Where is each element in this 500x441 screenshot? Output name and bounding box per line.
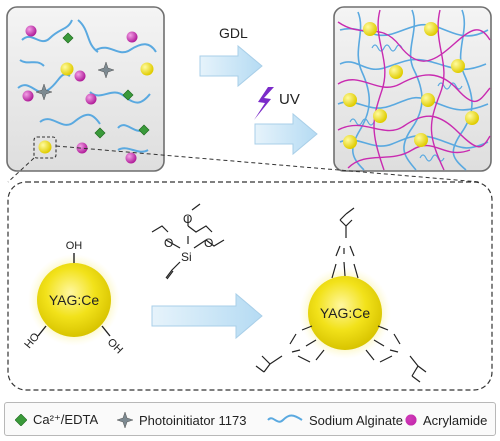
- ca-edta-diamonds: [62, 32, 150, 139]
- hydrogel-network-panel: [333, 6, 492, 172]
- legend-item-acrylamide: Acrylamide: [405, 403, 487, 437]
- wavy-line-icon: [267, 414, 303, 423]
- oh-top-label: OH: [66, 240, 83, 252]
- legend-item-photoinitiator: Photoinitiator 1173: [117, 403, 246, 437]
- gdl-label: GDL: [219, 25, 248, 41]
- uv-label: UV: [279, 91, 300, 108]
- oh-right-label: OH: [105, 336, 125, 356]
- zoom-detail-panel: [7, 181, 493, 391]
- photoinitiator-stars: [35, 61, 115, 101]
- yag-ce-particle-hydroxylated: [28, 253, 120, 346]
- precursor-solution-panel: [6, 6, 165, 172]
- silane-si-label: Si: [181, 250, 192, 264]
- legend-item-ca-edta: Ca²⁺/EDTA: [15, 403, 98, 437]
- silane-o-label-1: O: [183, 212, 192, 226]
- legend-item-sodium-alginate: Sodium Alginate: [267, 403, 403, 437]
- yag-particles-small: [38, 62, 154, 154]
- yag-particles-network: [343, 22, 479, 149]
- particle-label-right: YAG:Ce: [320, 305, 371, 321]
- acrylamide-monomers: [22, 25, 138, 164]
- legend: Ca²⁺/EDTA Photoinitiator 1173 Sodium Alg…: [4, 402, 496, 436]
- silane-o-label-2: O: [164, 236, 173, 250]
- legend-label-acrylamide: Acrylamide: [423, 412, 488, 428]
- green-diamond-icon: [15, 414, 27, 426]
- uv-arrow: [254, 112, 318, 156]
- zoom-selection-box: [33, 136, 57, 159]
- legend-label-sodium-alginate: Sodium Alginate: [309, 412, 403, 428]
- gdl-arrow: [199, 44, 263, 88]
- legend-label-ca-edta: Ca²⁺/EDTA: [33, 412, 99, 427]
- yag-ce-particle-silanized: [255, 207, 427, 383]
- star-icon: [117, 412, 133, 428]
- legend-label-photoinitiator: Photoinitiator 1173: [139, 412, 247, 428]
- zoom-lines: [7, 145, 481, 183]
- silane-o-label-3: O: [204, 236, 213, 250]
- particle-label-left: YAG:Ce: [49, 292, 100, 308]
- alginate-network: [337, 9, 489, 171]
- magenta-dot-icon: [405, 414, 417, 426]
- vinyltriethoxysilane-molecule: [151, 203, 225, 280]
- silanization-arrow: [151, 292, 263, 340]
- coiled-chains: [349, 44, 463, 162]
- alginate-chains: [17, 19, 157, 153]
- uv-lightning-icon: [254, 87, 274, 120]
